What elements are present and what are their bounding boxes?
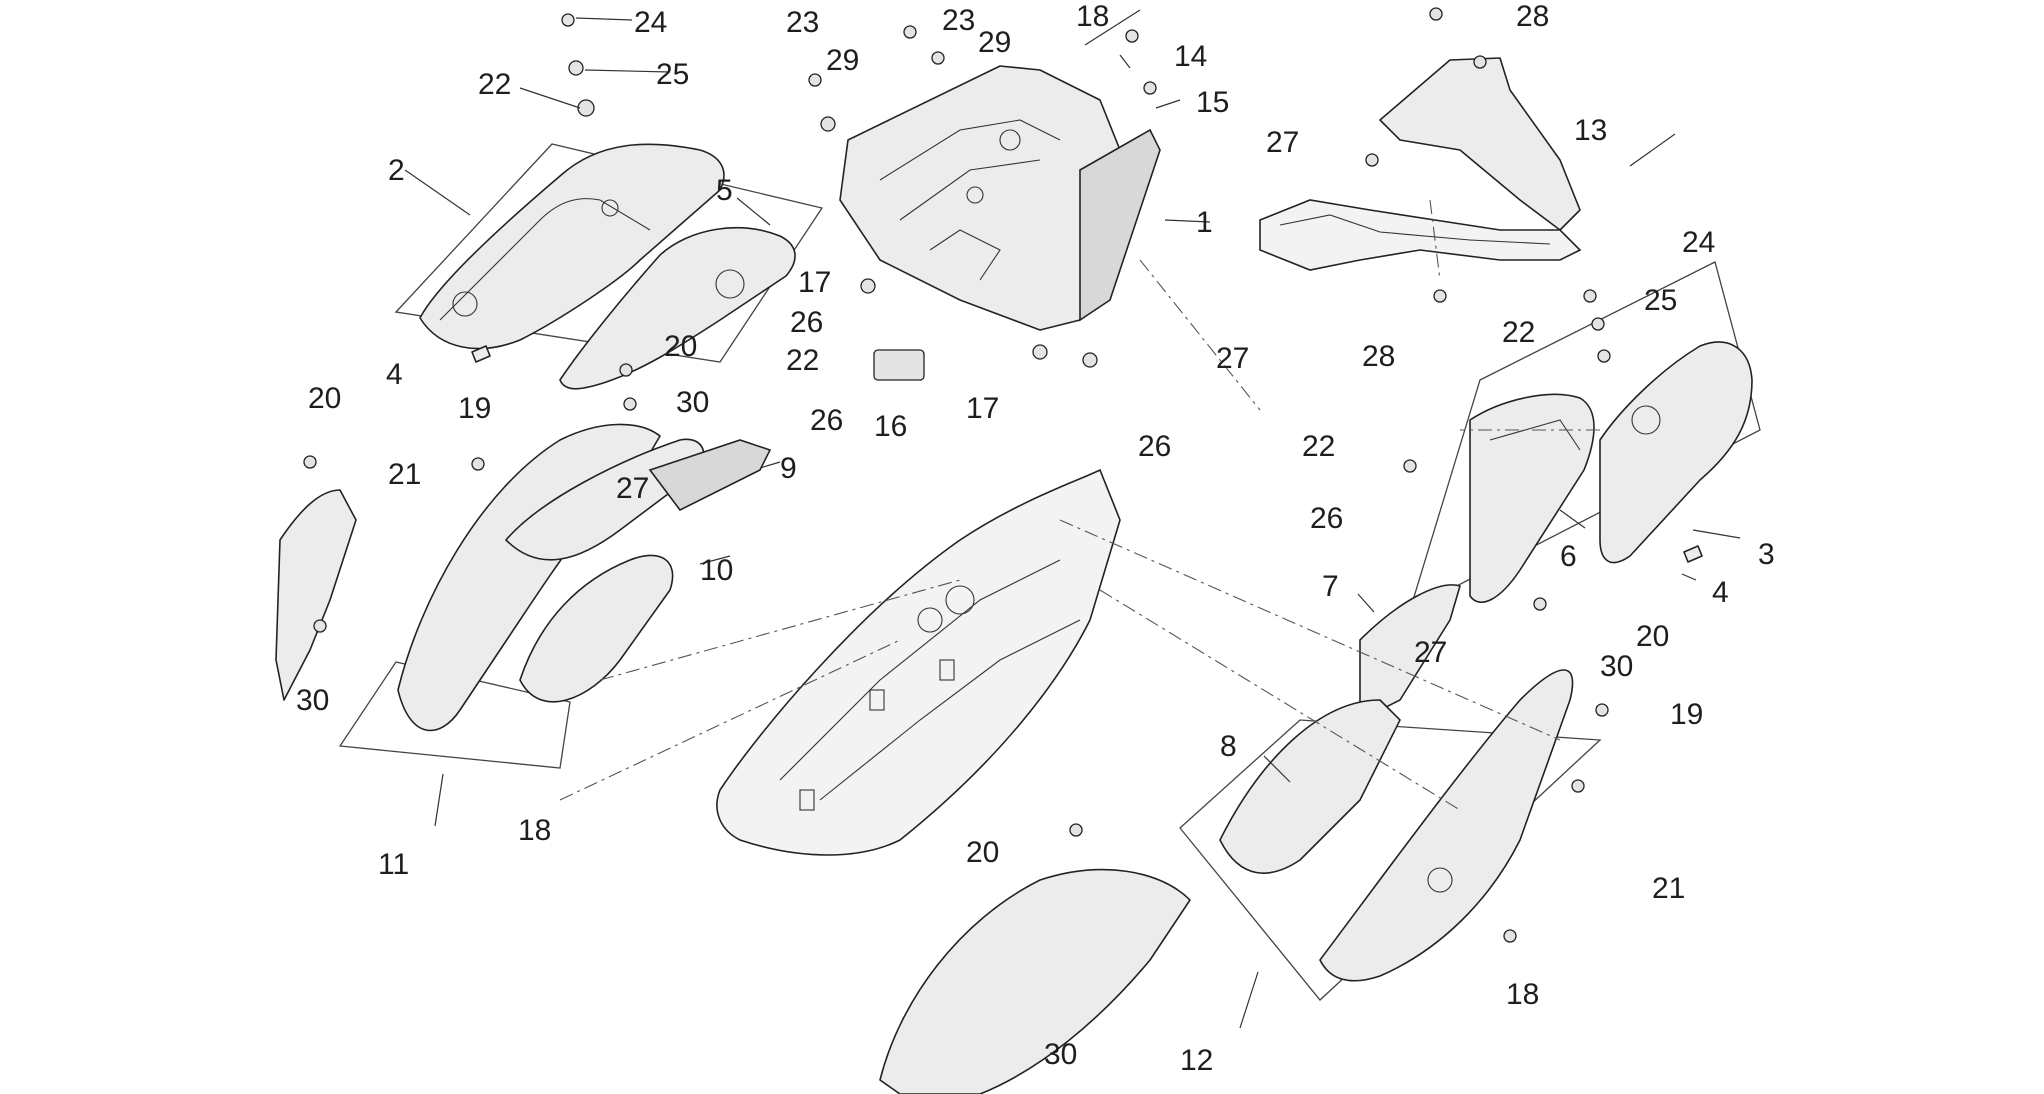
callout-28: 28 [1516,0,1549,33]
callout-27: 27 [1266,126,1299,159]
callout-22: 22 [478,68,511,101]
part-4-small-pad-right [1683,545,1703,563]
callout-28: 28 [1362,340,1395,373]
callout-26: 26 [1310,502,1343,535]
part-5-inner-cover-left [559,227,796,390]
callout-15: 15 [1196,86,1229,119]
part-16-rear-mudguard [716,468,1121,856]
callout-18: 18 [1076,0,1109,33]
leader-lines [404,9,1741,1029]
callout-4: 4 [386,358,403,391]
callout-25: 25 [656,58,689,91]
callout-3: 3 [1758,538,1775,571]
callout-6: 6 [1560,540,1577,573]
callout-23: 23 [786,6,819,39]
callout-25: 25 [1644,284,1677,317]
callout-1: 1 [1196,206,1213,239]
callout-labels: 1 2 3 4 4 5 6 7 8 9 10 11 12 13 14 15 16… [296,0,1775,1077]
callout-30: 30 [1044,1038,1077,1071]
callout-8: 8 [1220,730,1237,763]
callout-9: 9 [780,452,797,485]
callout-24: 24 [1682,226,1715,259]
callout-23: 23 [942,4,975,37]
callout-29: 29 [978,26,1011,59]
callout-4: 4 [1712,576,1729,609]
part-20-left-bracket-small [275,489,357,701]
part-11-left-side-panel-group [338,423,772,769]
callout-22: 22 [786,344,819,377]
part-12-right-side-panel-group [1179,584,1602,1001]
callout-18: 18 [518,814,551,847]
callout-20: 20 [1636,620,1669,653]
callout-27: 27 [616,472,649,505]
part-6-inner-cover-right [1469,393,1595,603]
callout-27: 27 [1414,636,1447,669]
part-1-tail-tray [839,65,1161,331]
callout-11: 11 [378,848,409,881]
callout-24: 24 [634,6,667,39]
part-13-rear-bracket [1259,57,1582,271]
callout-19: 19 [1670,698,1703,731]
assembly-lines [559,199,1600,811]
callout-26: 26 [790,306,823,339]
callout-22: 22 [1502,316,1535,349]
part-4-small-pad-left [471,345,491,363]
callout-14: 14 [1174,40,1207,73]
callout-19: 19 [458,392,491,425]
callout-20: 20 [966,836,999,869]
callout-13: 13 [1574,114,1607,147]
callout-5: 5 [716,174,733,207]
callout-22: 22 [1302,430,1335,463]
callout-29: 29 [826,44,859,77]
callout-17: 17 [798,266,831,299]
callout-7: 7 [1322,570,1339,603]
callout-30: 30 [1600,650,1633,683]
callout-2: 2 [388,154,405,187]
callout-27: 27 [1216,342,1249,375]
part-3-side-cover-right [1408,261,1761,612]
callout-26: 26 [1138,430,1171,463]
fasteners [303,7,1611,943]
callout-10: 10 [700,554,733,587]
callout-26: 26 [810,404,843,437]
callout-20: 20 [308,382,341,415]
callout-12: 12 [1180,1044,1213,1077]
callout-21: 21 [388,458,421,491]
callout-30: 30 [296,684,329,717]
callout-16: 16 [874,410,907,443]
callout-21: 21 [1652,872,1685,905]
callout-20: 20 [664,330,697,363]
part-20-bottom-undertray [879,868,1191,1094]
callout-17: 17 [966,392,999,425]
callout-18: 18 [1506,978,1539,1011]
callout-30: 30 [676,386,709,419]
